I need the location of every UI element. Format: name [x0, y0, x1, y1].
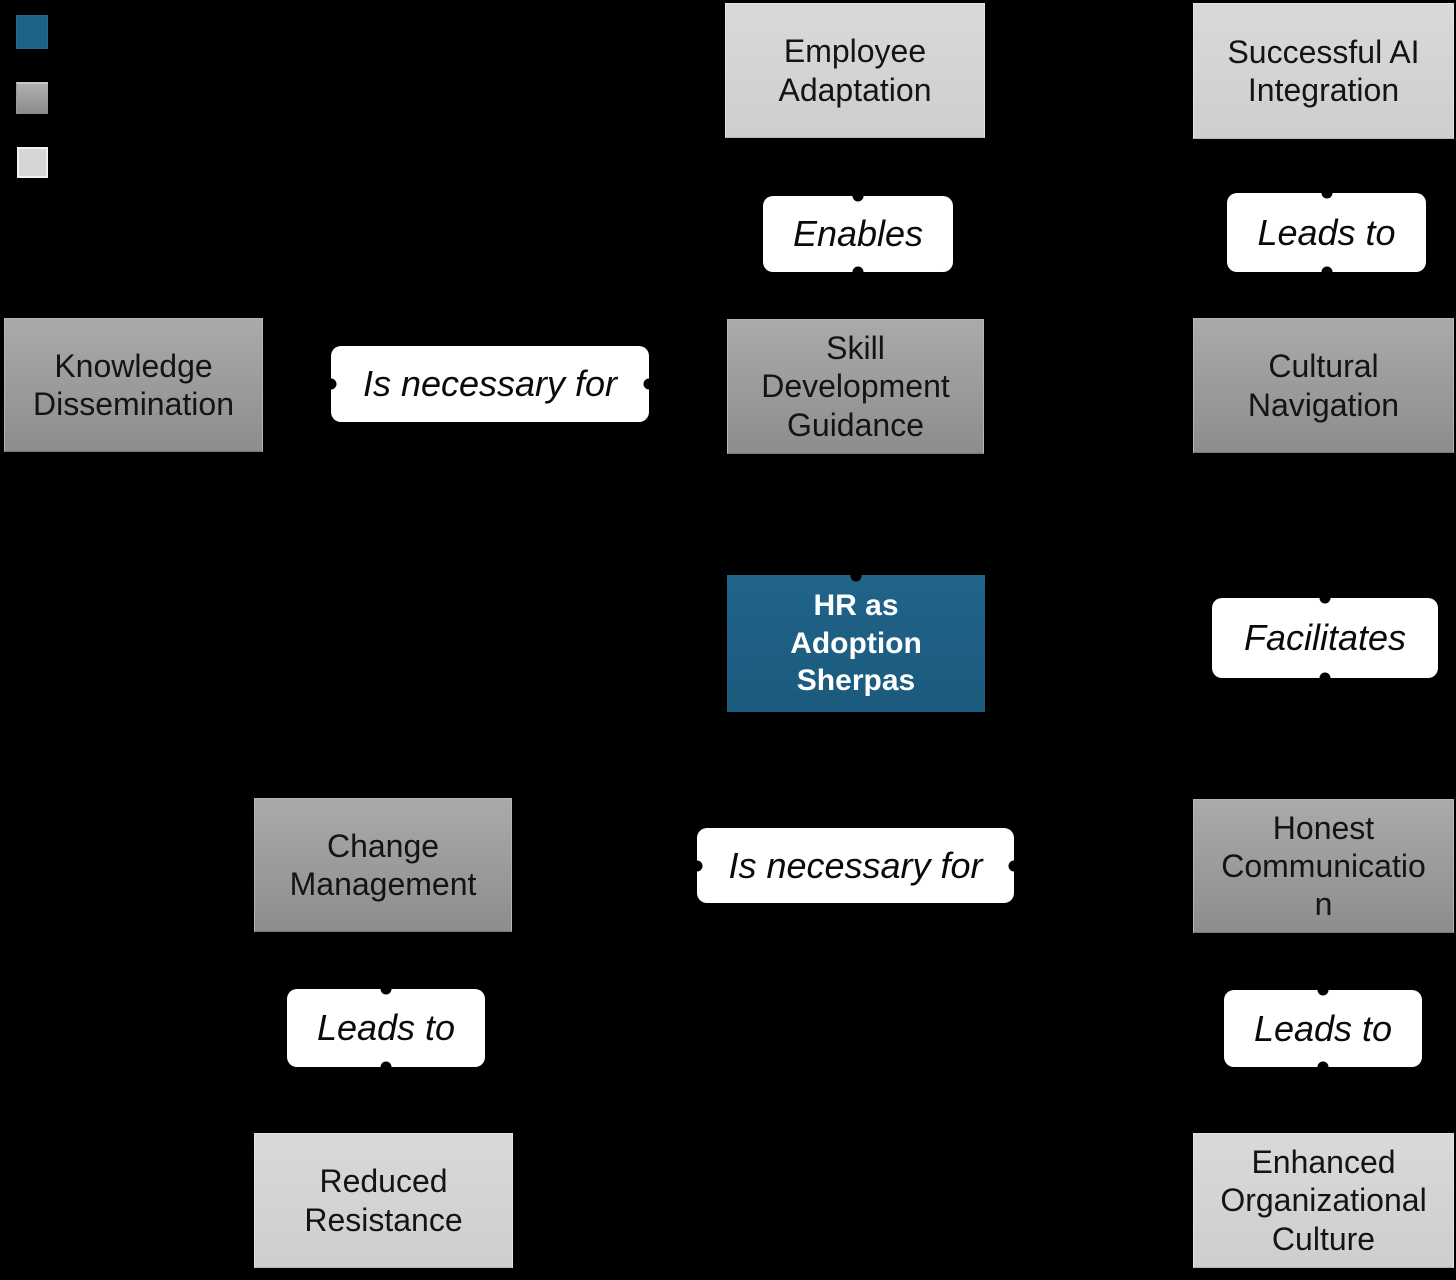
legend-swatch-central-concept [16, 15, 48, 49]
edge-label-leads-to-bottom-left: Leads to [287, 983, 485, 1073]
node-label: HR as Adoption Sherpas [790, 588, 922, 698]
edge-label-is-necessary-for-bottom: Is necessary for [691, 828, 1020, 903]
edge-label-text: Leads to [1253, 1007, 1393, 1049]
edge-label-is-necessary-for-left: Is necessary for [325, 346, 655, 422]
connector-dot [1319, 672, 1331, 684]
node-label: Enhanced Organizational Culture [1220, 1144, 1427, 1257]
connector-dot [1321, 266, 1332, 278]
connector-dot [1008, 860, 1020, 871]
edge-label-leads-to-bottom-right: Leads to [1224, 984, 1422, 1073]
edge-label-text: Leads to [316, 1007, 456, 1048]
node-label: Cultural Navigation [1247, 348, 1400, 423]
node-label: Successful AI Integration [1227, 33, 1420, 108]
node-knowledge-dissemination: Knowledge Dissemination [4, 318, 263, 452]
node-label: Knowledge Dissemination [33, 347, 234, 422]
node-reduced-resistance: Reduced Resistance [254, 1133, 513, 1268]
connector-dot [380, 983, 392, 995]
node-label: Change Management [289, 827, 477, 902]
node-cultural-navigation: Cultural Navigation [1193, 318, 1454, 453]
connector-dot [325, 378, 337, 390]
node-honest-communication: Honest Communication [1193, 799, 1454, 933]
connector-dot [1321, 187, 1332, 199]
connector-dot [691, 860, 703, 871]
connector-dot [1319, 592, 1331, 604]
legend-swatch-outcome-concept [17, 147, 48, 178]
node-label: Honest Communication [1221, 809, 1426, 923]
node-label: Skill Development Guidance [761, 330, 950, 443]
connector-dot [1317, 984, 1329, 996]
node-enhanced-organizational-culture: Enhanced Organizational Culture [1193, 1133, 1454, 1268]
edge-label-text: Enables [792, 213, 924, 254]
edge-label-enables: Enables [763, 190, 953, 278]
node-label: Employee Adaptation [778, 33, 932, 108]
edge-label-text: Is necessary for [362, 363, 618, 404]
legend-swatch-mid-level-concept [16, 82, 48, 114]
node-employee-adaptation: Employee Adaptation [725, 3, 985, 138]
node-change-management: Change Management [254, 798, 512, 932]
connector-dot [850, 570, 862, 582]
node-skill-development-guidance: Skill Development Guidance [727, 319, 984, 454]
connector-dot [852, 190, 864, 202]
node-label: Reduced Resistance [304, 1163, 463, 1238]
edge-label-text: Is necessary for [728, 844, 983, 886]
node-successful-ai-integration: Successful AI Integration [1193, 3, 1454, 139]
edge-label-text: Facilitates [1243, 617, 1407, 658]
connector-dot [852, 266, 864, 278]
edge-label-facilitates: Facilitates [1212, 592, 1438, 684]
connector-dot [380, 1061, 392, 1073]
edge-label-text: Leads to [1257, 211, 1396, 253]
edge-label-leads-to-top-right: Leads to [1227, 187, 1426, 278]
connector-dot [1317, 1061, 1329, 1073]
node-hr-as-adoption-sherpas: HR as Adoption Sherpas [727, 575, 985, 712]
connector-dot [643, 378, 655, 390]
